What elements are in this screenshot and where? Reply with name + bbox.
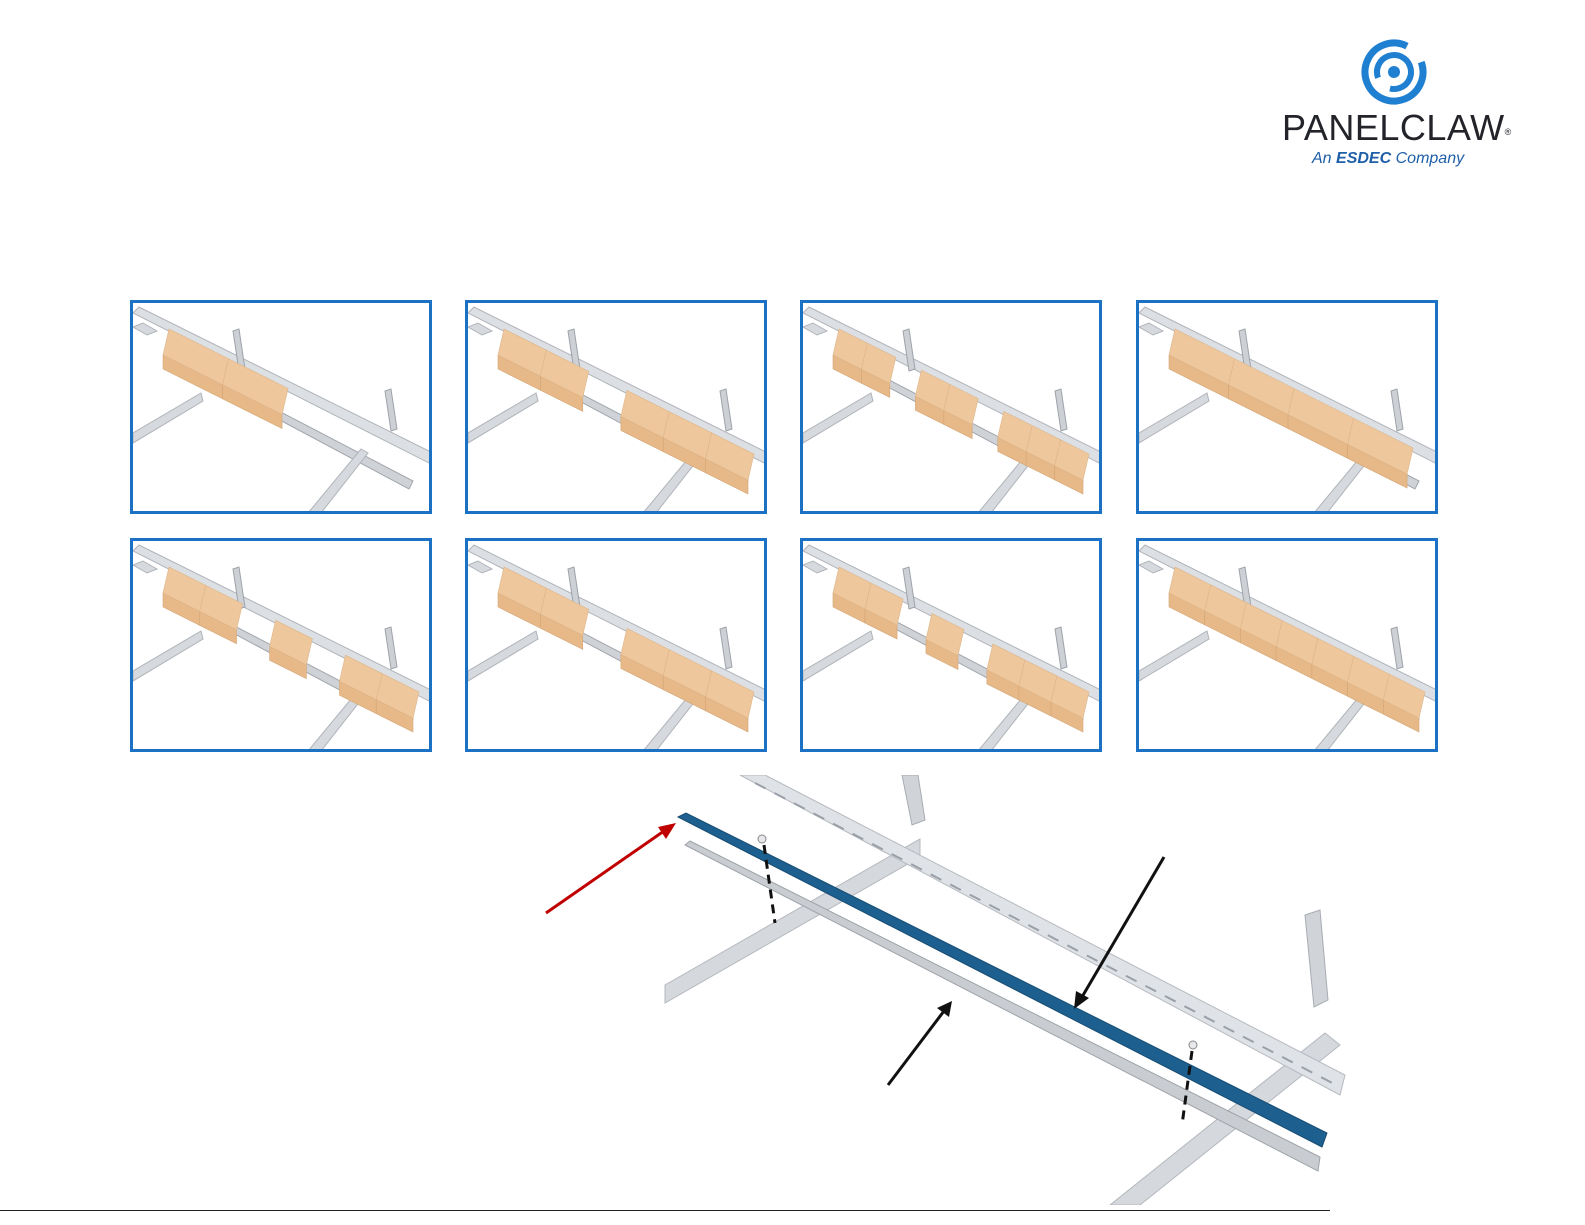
- upright-b: [1391, 389, 1403, 431]
- corner-rail: [803, 561, 827, 573]
- ballast-tray-assembly-diagram: [540, 775, 1360, 1205]
- panel-scene-8: [1139, 541, 1435, 749]
- upright-b: [720, 389, 732, 431]
- logo-tagline: An ESDEC Company: [1312, 150, 1512, 168]
- bolt-icon-1: [758, 835, 766, 843]
- panel-scene-2: [468, 303, 764, 511]
- bolt-icon-2: [1189, 1041, 1197, 1049]
- black-arrow-1-head: [1074, 991, 1089, 1009]
- ballast-config-panel-6: [465, 538, 767, 752]
- corner-rail: [1139, 323, 1163, 335]
- upright-b: [1391, 627, 1403, 669]
- grey-ballast-rail: [685, 841, 1320, 1171]
- upright-b: [385, 389, 397, 431]
- upper-long-rail: [740, 775, 1345, 1095]
- panel-scene-7: [803, 541, 1099, 749]
- cross-rail-a: [1139, 631, 1209, 681]
- corner-rail: [133, 561, 157, 573]
- upright-b: [385, 627, 397, 669]
- panel-scene-5: [133, 541, 429, 749]
- cross-rail-a: [133, 393, 203, 443]
- cross-rail-a: [133, 631, 203, 681]
- blue-ballast-rail: [678, 813, 1327, 1147]
- footer-rule: [0, 1210, 1330, 1211]
- black-arrow-2-head: [937, 1001, 952, 1017]
- black-arrow-2-line: [888, 1011, 944, 1085]
- panelclaw-mark-icon: [1360, 38, 1428, 106]
- upright-b: [720, 627, 732, 669]
- registered-mark: ®: [1505, 127, 1512, 137]
- ballast-config-panel-4: [1136, 300, 1438, 514]
- upright-post-2: [1305, 910, 1328, 1007]
- panel-scene-4: [1139, 303, 1435, 511]
- cross-rail-a: [468, 393, 538, 443]
- red-arrow-head: [658, 823, 676, 839]
- panelclaw-logo: PANELCLAW® An ESDEC Company: [1282, 38, 1522, 173]
- cross-rail-a: [803, 631, 873, 681]
- ballast-config-panel-3: [800, 300, 1102, 514]
- upright-post-1: [902, 775, 925, 825]
- corner-rail: [1139, 561, 1163, 573]
- upright-b: [1055, 389, 1067, 431]
- logo-wordmark-text: PANELCLAW: [1282, 107, 1505, 148]
- corner-rail: [133, 323, 157, 335]
- corner-rail: [803, 323, 827, 335]
- tagline-prefix: An: [1312, 150, 1332, 167]
- cross-rail-a: [1139, 393, 1209, 443]
- corner-rail: [468, 323, 492, 335]
- ballast-config-panel-7: [800, 538, 1102, 752]
- cross-rail-a: [468, 631, 538, 681]
- corner-rail: [468, 561, 492, 573]
- cross-rail-a: [803, 393, 873, 443]
- panel-scene-6: [468, 541, 764, 749]
- tagline-suffix: Company: [1396, 150, 1464, 167]
- ballast-config-panel-8: [1136, 538, 1438, 752]
- upright-b: [1055, 627, 1067, 669]
- ballast-config-panel-1: [130, 300, 432, 514]
- cross-rail-b: [308, 449, 368, 511]
- red-arrow-line: [546, 831, 664, 913]
- ballast-config-panel-2: [465, 300, 767, 514]
- panel-scene-1: [133, 303, 429, 511]
- panel-scene-3: [803, 303, 1099, 511]
- tagline-brand: ESDEC: [1336, 150, 1391, 167]
- logo-wordmark: PANELCLAW®: [1282, 108, 1522, 148]
- ballast-config-panel-5: [130, 538, 432, 752]
